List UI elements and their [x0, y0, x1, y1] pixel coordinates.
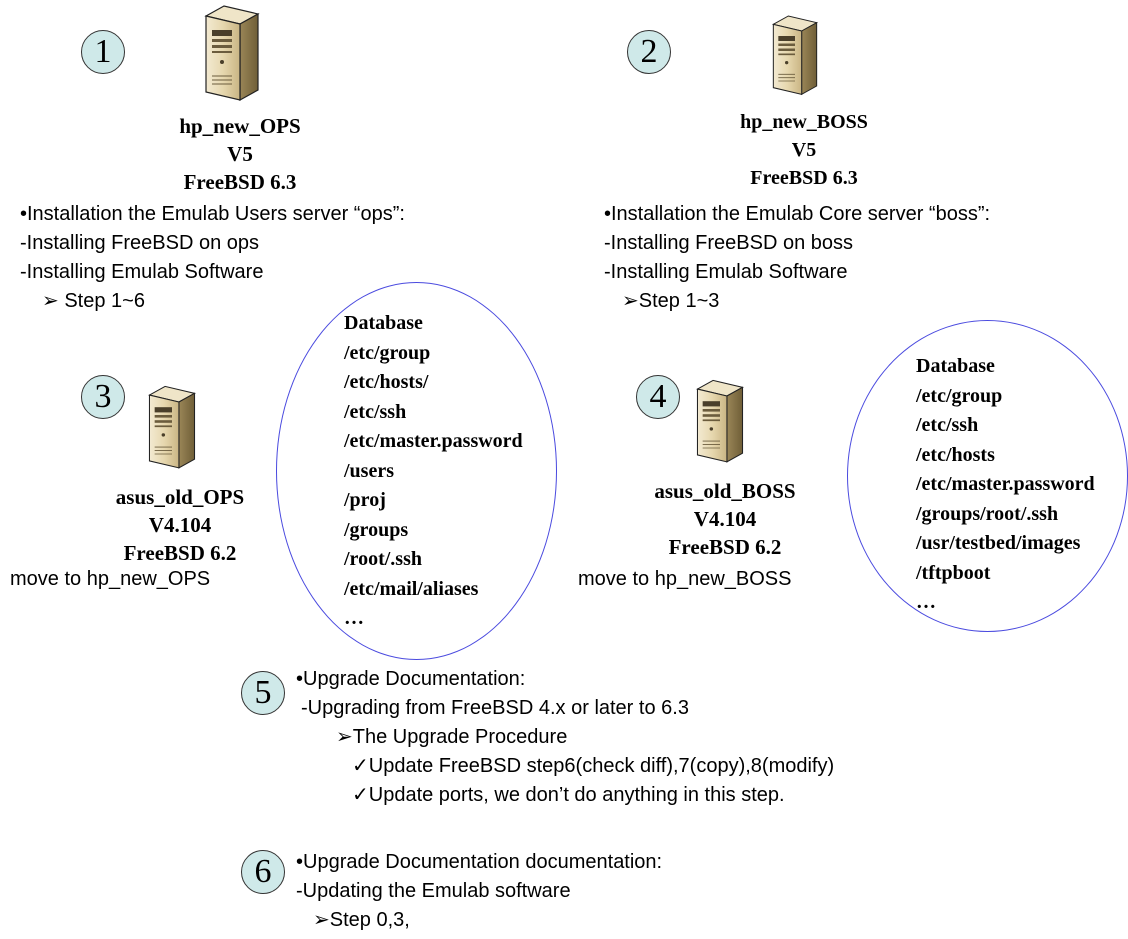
file-item: /etc/hosts: [916, 443, 995, 466]
step-number-1: 1: [81, 30, 125, 74]
file-item: Database: [916, 355, 995, 377]
server-icon-asus-old-ops: [148, 385, 196, 469]
ops-install-line: -Installing FreeBSD on ops: [20, 232, 260, 254]
boss-install-line: -Installing FreeBSD on boss: [604, 232, 854, 254]
file-item: /usr/testbed/images: [916, 532, 1081, 554]
move-text-boss: move to hp_new_BOSS: [578, 568, 792, 590]
ops-install-line: -Installing Emulab Software: [20, 261, 264, 283]
server-version: V4.104: [148, 513, 212, 537]
step-number-5: 5: [241, 671, 285, 715]
boss-install-line: •Installation the Emulab Core server “bo…: [604, 203, 991, 225]
ops-files-ellipse: [276, 282, 557, 660]
server-os: FreeBSD 6.3: [750, 167, 858, 189]
server-icon-hp-new-ops: [205, 5, 259, 101]
step5-text: •Upgrade Documentation: -Upgrading from …: [296, 665, 834, 810]
step6-text: •Upgrade Documentation documentation: -U…: [296, 848, 662, 935]
file-item: /etc/ssh: [344, 400, 407, 423]
move-text-ops: move to hp_new_OPS: [10, 568, 211, 590]
boss-files-list: Database /etc/group /etc/ssh /etc/hosts …: [916, 352, 1095, 618]
step6-line: •Upgrade Documentation documentation:: [296, 851, 663, 873]
file-item: /groups: [344, 518, 409, 541]
step5-line: •Upgrade Documentation:: [296, 668, 526, 690]
server-version: V5: [227, 142, 253, 166]
file-item: /users: [344, 459, 394, 482]
boss-install-step: ➢Step 1~3: [622, 290, 720, 312]
step-number-6: 6: [241, 850, 285, 894]
step5-line: ➢The Upgrade Procedure: [336, 726, 568, 748]
file-item: Database: [344, 312, 423, 334]
server-os: FreeBSD 6.2: [668, 535, 782, 559]
step-number-2: 2: [627, 30, 671, 74]
step5-line: ✓Update ports, we don’t do anything in t…: [352, 784, 785, 806]
step-number-4: 4: [636, 375, 680, 419]
step6-line: -Updating the Emulab software: [296, 880, 571, 902]
server-icon-hp-new-boss: [772, 15, 818, 95]
file-item: /root/.ssh: [344, 548, 422, 570]
server-os: FreeBSD 6.3: [183, 170, 297, 194]
step6-line: ➢Step 0,3,: [313, 909, 410, 931]
file-item: /etc/group: [916, 384, 1003, 407]
file-item: /etc/master.password: [344, 430, 523, 452]
boss-install-line: -Installing Emulab Software: [604, 261, 848, 283]
server-name: hp_new_BOSS: [740, 111, 868, 133]
server-name: hp_new_OPS: [179, 114, 301, 138]
server-os: FreeBSD 6.2: [123, 541, 237, 565]
server-label-asus-old-boss: asus_old_BOSS V4.104 FreeBSD 6.2: [625, 477, 825, 561]
file-item: /etc/master.password: [916, 473, 1095, 495]
file-item: /proj: [344, 489, 386, 511]
step-number-3: 3: [81, 375, 125, 419]
file-item: /etc/hosts/: [344, 371, 429, 393]
server-label-asus-old-ops: asus_old_OPS V4.104 FreeBSD 6.2: [80, 483, 280, 567]
step5-line: -Upgrading from FreeBSD 4.x or later to …: [301, 697, 689, 719]
server-label-hp-new-ops: hp_new_OPS V5 FreeBSD 6.3: [140, 112, 340, 196]
server-version: V5: [791, 139, 817, 161]
ops-files-list: Database /etc/group /etc/hosts/ /etc/ssh…: [344, 309, 523, 634]
file-item: …: [344, 607, 364, 629]
file-item: /etc/group: [344, 341, 431, 364]
ops-install-step: ➢ Step 1~6: [42, 290, 145, 312]
file-item: /groups/root/.ssh: [916, 502, 1059, 525]
ops-install-line: •Installation the Emulab Users server “o…: [20, 203, 405, 225]
file-item: /tftpboot: [916, 561, 991, 584]
server-name: asus_old_BOSS: [654, 479, 796, 503]
server-version: V4.104: [693, 507, 757, 531]
server-name: asus_old_OPS: [115, 485, 245, 509]
file-item: …: [916, 591, 936, 613]
server-icon-asus-old-boss: [696, 379, 744, 463]
server-label-hp-new-boss: hp_new_BOSS V5 FreeBSD 6.3: [704, 108, 904, 192]
file-item: /etc/ssh: [916, 414, 979, 436]
file-item: /etc/mail/aliases: [344, 577, 479, 600]
step5-line: ✓Update FreeBSD step6(check diff),7(copy…: [352, 755, 835, 777]
boss-install-text: •Installation the Emulab Core server “bo…: [604, 200, 990, 316]
ops-install-text: •Installation the Emulab Users server “o…: [20, 200, 405, 316]
